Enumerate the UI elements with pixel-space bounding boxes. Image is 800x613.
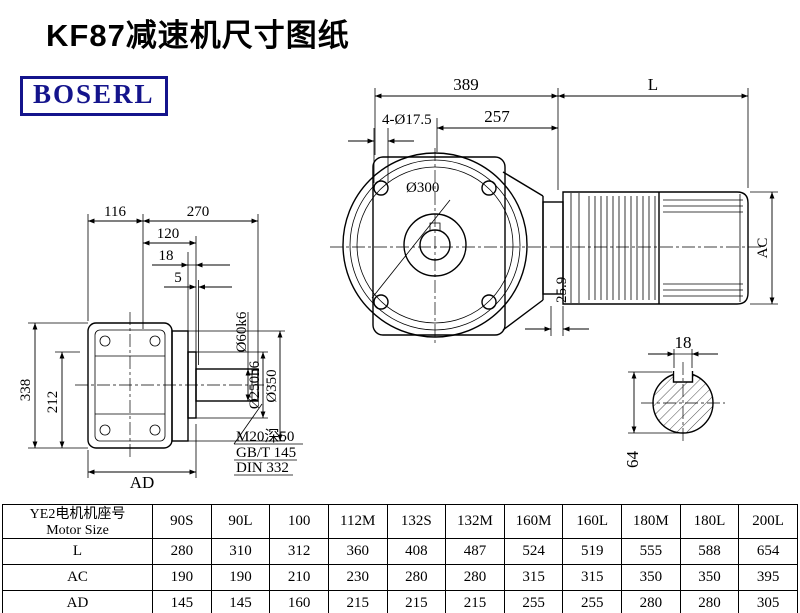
dim-18-left: 18 (159, 248, 174, 264)
table-row-L: L 280 310 312 360 408 487 524 519 555 58… (2, 538, 798, 565)
dim-25-9: 25.9 (554, 277, 570, 303)
note-tap: M20深50 (236, 428, 294, 445)
dim-shaft-dia: Ø60k6 (234, 311, 250, 352)
cell: 310 (210, 538, 271, 565)
col-132M: 132M (445, 504, 505, 539)
cell: 588 (679, 538, 740, 565)
cell: 190 (210, 564, 271, 591)
page-title: KF87减速机尺寸图纸 (46, 18, 350, 53)
dim-AC: AC (755, 238, 771, 259)
dim-flange-dia: Ø350 (264, 369, 280, 402)
motor-side-view (562, 191, 749, 305)
cell: 280 (621, 590, 681, 613)
col-180L: 180L (679, 504, 740, 539)
dim-64: 64 (623, 451, 642, 469)
col-200L: 200L (738, 504, 798, 539)
col-132S: 132S (386, 504, 447, 539)
dim-116: 116 (104, 204, 126, 220)
col-180M: 180M (621, 504, 681, 539)
col-112M: 112M (327, 504, 388, 539)
cell: 190 (152, 564, 212, 591)
note-din: DIN 332 (236, 460, 289, 476)
motor-size-table: YE2电机机座号 Motor Size 90S 90L 100 112M 132… (2, 504, 798, 613)
row-label-AD: AD (2, 590, 153, 613)
dim-spigot-dia: Ø250h6 (247, 360, 263, 409)
shaft-section-view (641, 362, 725, 444)
cell: 280 (445, 564, 505, 591)
dimension-texts: 389 L 257 4-Ø17.5 Ø300 116 270 120 18 5 … (18, 75, 771, 492)
dim-120: 120 (157, 226, 180, 242)
boserl-logo: BOSERL (20, 76, 168, 116)
cell: 215 (327, 590, 388, 613)
cell: 360 (327, 538, 388, 565)
table-header-row: YE2电机机座号 Motor Size 90S 90L 100 112M 132… (2, 504, 798, 539)
gearbox-left-view (87, 322, 259, 449)
cell: 312 (269, 538, 329, 565)
cell: 145 (210, 590, 271, 613)
dim-bolt-holes: 4-Ø17.5 (382, 112, 432, 128)
col-160M: 160M (503, 504, 564, 539)
dim-257: 257 (484, 107, 510, 126)
cell: 215 (386, 590, 447, 613)
col-90L: 90L (210, 504, 271, 539)
cell: 524 (503, 538, 564, 565)
cell: 280 (152, 538, 212, 565)
technical-drawing: 389 L 257 4-Ø17.5 Ø300 116 270 120 18 5 … (18, 75, 778, 492)
cell: 315 (503, 564, 564, 591)
dim-AD: AD (130, 473, 155, 492)
cell: 408 (386, 538, 447, 565)
dim-motor-L: L (648, 75, 658, 94)
dim-338: 338 (18, 379, 34, 402)
cell: 255 (503, 590, 564, 613)
cell: 654 (738, 538, 798, 565)
cell: 280 (386, 564, 447, 591)
col-90S: 90S (152, 504, 212, 539)
row-label-AC: AC (2, 564, 153, 591)
cell: 280 (679, 590, 740, 613)
table-row-AC: AC 190 190 210 230 280 280 315 315 350 3… (2, 564, 798, 591)
cell: 210 (269, 564, 329, 591)
cell: 230 (327, 564, 388, 591)
note-gb: GB/T 145 (236, 445, 296, 461)
cell: 255 (562, 590, 622, 613)
row-label-L: L (2, 538, 153, 565)
flange-front-view (342, 152, 564, 338)
cell: 487 (445, 538, 505, 565)
cell: 555 (621, 538, 681, 565)
table-row-AD: AD 145 145 160 215 215 215 255 255 280 2… (2, 590, 798, 613)
cell: 145 (152, 590, 212, 613)
cell: 350 (679, 564, 740, 591)
cell: 519 (562, 538, 622, 565)
motor-size-header-cn: YE2电机机座号 (29, 506, 126, 522)
col-160L: 160L (562, 504, 622, 539)
cell: 395 (738, 564, 798, 591)
cell: 160 (269, 590, 329, 613)
dim-key-18: 18 (675, 333, 692, 352)
dim-212: 212 (45, 391, 61, 414)
cell: 315 (562, 564, 622, 591)
motor-size-header: YE2电机机座号 Motor Size (2, 504, 153, 539)
dimension-lines (28, 88, 778, 478)
dim-389: 389 (453, 75, 479, 94)
dim-5: 5 (174, 270, 182, 286)
dim-270: 270 (187, 204, 210, 220)
dim-bolt-circle: Ø300 (406, 180, 439, 196)
cell: 305 (738, 590, 798, 613)
cell: 350 (621, 564, 681, 591)
motor-size-header-en: Motor Size (46, 522, 109, 538)
cell: 215 (445, 590, 505, 613)
col-100: 100 (269, 504, 329, 539)
